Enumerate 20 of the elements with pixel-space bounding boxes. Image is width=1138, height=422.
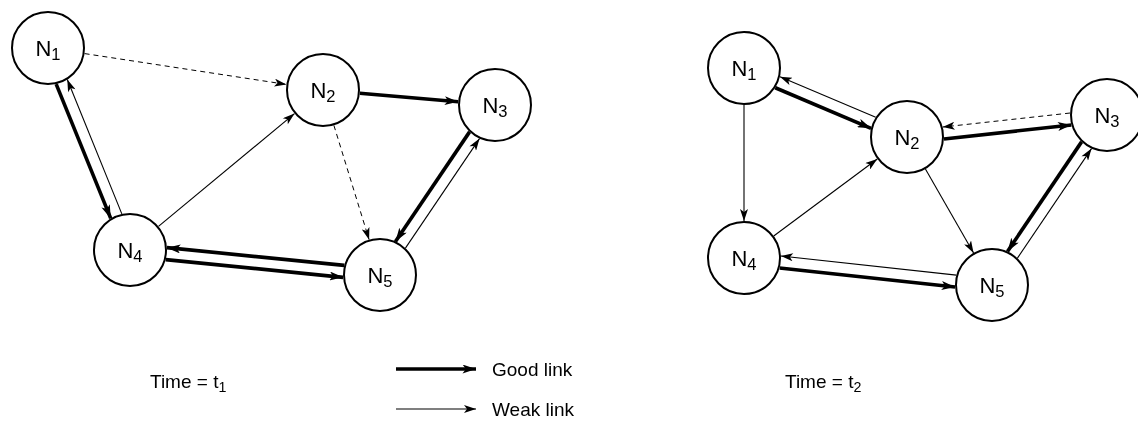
arrow — [166, 244, 345, 268]
arrow — [394, 130, 472, 243]
legend-label: Good link — [492, 358, 573, 382]
arrow — [740, 104, 748, 222]
arrow — [359, 91, 459, 106]
time-label: Time = t$_{2}$ — [785, 370, 862, 397]
arrow — [780, 253, 957, 276]
arrow — [943, 121, 1072, 141]
arrow — [404, 138, 481, 249]
time-label: Time = t$_{1}$ — [150, 370, 227, 397]
arrow — [54, 83, 113, 220]
legend-label: Weak link — [492, 398, 574, 422]
arrow — [84, 53, 287, 87]
arrow — [924, 168, 975, 254]
arrow — [1016, 148, 1093, 259]
arrow — [774, 86, 872, 130]
arrow — [773, 158, 878, 237]
arrow — [1006, 140, 1084, 253]
arrow — [157, 113, 296, 227]
arrow — [66, 79, 123, 215]
